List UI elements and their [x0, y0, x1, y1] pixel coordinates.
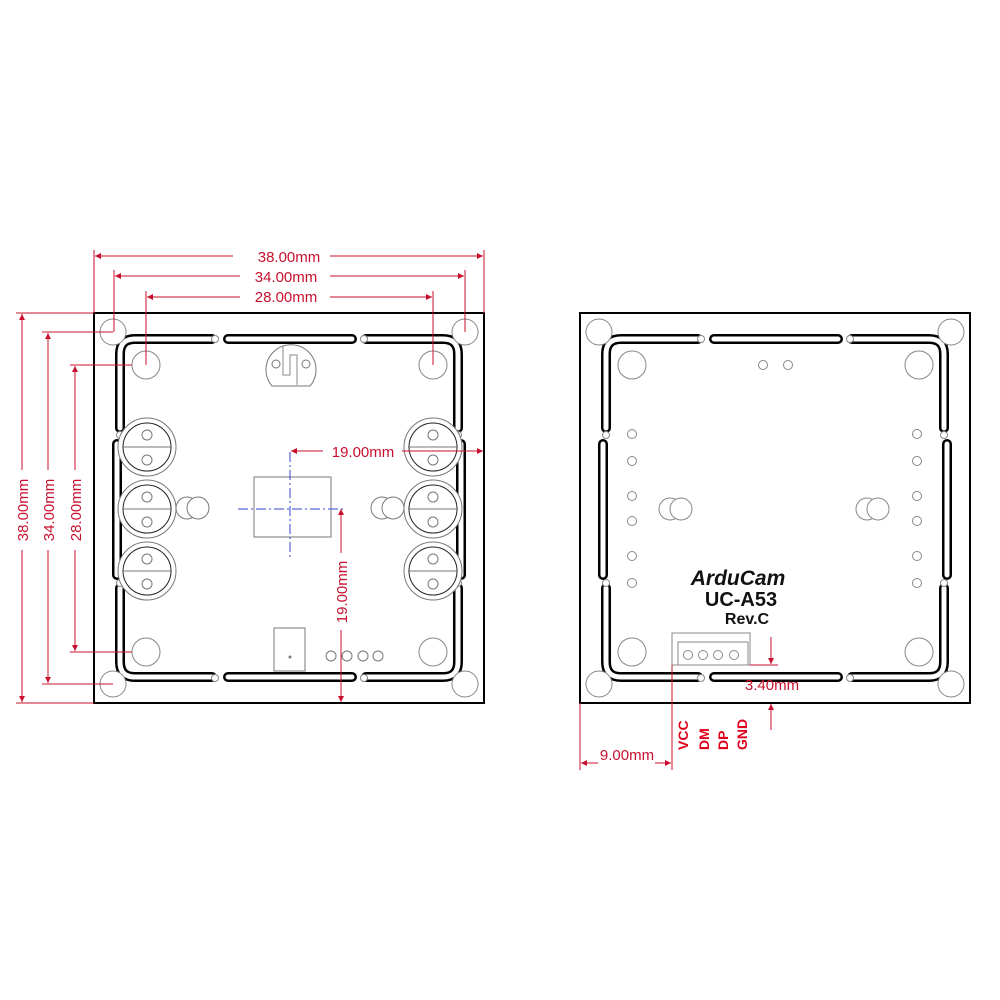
dim-height-outer: 38.00mm — [15, 479, 32, 542]
dim-connector-edge: 3.40mm — [745, 677, 799, 694]
pin-label-dp: DP — [715, 731, 731, 750]
lens-mount-holes — [117, 417, 463, 662]
back-board: ArduCam UC-A53 Rev.C — [580, 313, 970, 703]
brand-logo: ArduCam — [690, 567, 786, 590]
dim-center-y: 19.00mm — [334, 561, 351, 624]
front-dimensions: 38.00mm 34.00mm 28.00mm 19.00mm 38.00mm … — [15, 249, 485, 704]
dim-height-inner: 28.00mm — [68, 479, 85, 542]
connector-pad — [273, 627, 306, 672]
image-sensor — [253, 476, 332, 538]
center-lines — [238, 452, 345, 560]
pin-label-vcc: VCC — [675, 720, 691, 750]
dim-width-outer: 38.00mm — [258, 249, 321, 266]
model-label: UC-A53 — [705, 589, 777, 611]
dim-connector-offset: 9.00mm — [600, 747, 654, 764]
back-dimensions: 9.00mm 3.40mm VCC DM DP GND — [579, 637, 799, 770]
pin-label-gnd: GND — [734, 719, 750, 750]
revision-label: Rev.C — [725, 611, 770, 628]
dim-center-x: 19.00mm — [332, 444, 395, 461]
light-sensor — [265, 344, 317, 387]
dim-width-inner: 28.00mm — [255, 289, 318, 306]
back-components — [627, 360, 922, 588]
dim-height-holes: 34.00mm — [41, 479, 58, 542]
usb-connector — [671, 632, 751, 666]
front-board — [94, 313, 484, 703]
pin-label-dm: DM — [696, 728, 712, 750]
dim-width-holes: 34.00mm — [255, 269, 318, 286]
